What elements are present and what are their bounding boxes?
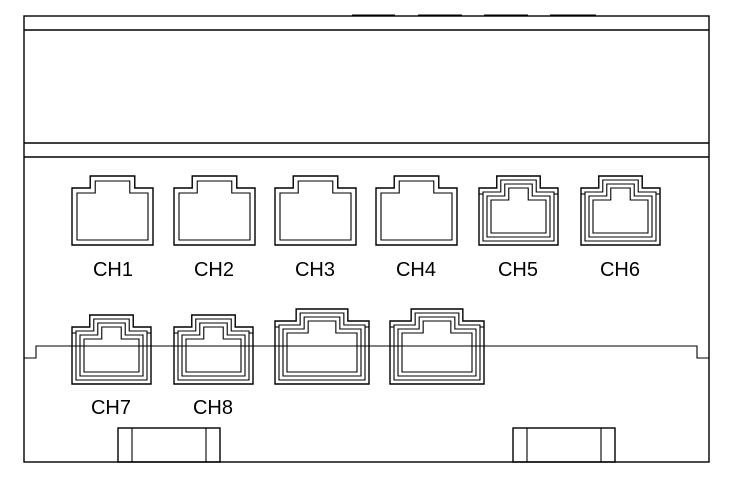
label-ch7: CH7 xyxy=(91,397,131,419)
port-ch2 xyxy=(173,175,256,246)
label-ch4: CH4 xyxy=(396,259,436,281)
port-ch7 xyxy=(71,314,152,385)
port-ch3 xyxy=(274,175,357,246)
port-ch5 xyxy=(478,175,559,246)
label-ch5: CH5 xyxy=(498,259,538,281)
port-ch4 xyxy=(375,175,458,246)
din-clip-left xyxy=(117,427,221,463)
port-ch8 xyxy=(173,314,254,385)
label-ch8: CH8 xyxy=(193,397,233,419)
port-extra-1 xyxy=(274,308,370,385)
housing-outline xyxy=(23,15,710,463)
port-extra-2 xyxy=(389,308,485,385)
label-ch2: CH2 xyxy=(194,259,234,281)
front-step-line xyxy=(24,345,709,359)
port-ch1 xyxy=(71,175,154,246)
label-ch3: CH3 xyxy=(295,259,335,281)
din-clip-right xyxy=(512,427,616,463)
label-ch1: CH1 xyxy=(93,259,133,281)
port-ch6 xyxy=(580,175,661,246)
label-ch6: CH6 xyxy=(600,259,640,281)
